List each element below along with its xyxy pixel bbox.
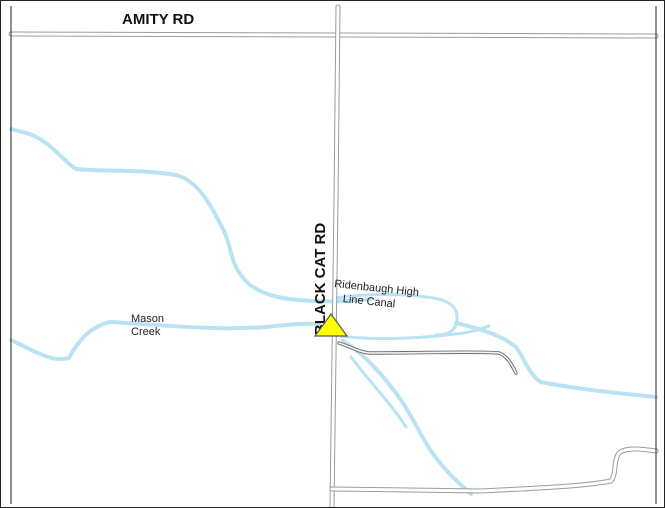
ridenbaugh-canal-lower [339, 324, 491, 341]
canal-east-branch [454, 321, 658, 399]
mason-creek-label-line-1: Mason [131, 313, 164, 325]
private-lane-fill [338, 342, 517, 374]
canal-southwest-branch [349, 355, 408, 429]
amity-road-label: AMITY RD [122, 11, 194, 28]
mason-creek-main [9, 320, 321, 362]
amity-road-fill [9, 32, 658, 38]
triangle-marker-icon[interactable] [313, 312, 349, 337]
mason-creek-label: Mason Creek [131, 313, 167, 338]
ridenbaugh-label-line-2: Line Canal [342, 293, 396, 310]
roads-layer [8, 4, 659, 507]
south-road-fill [330, 447, 658, 493]
mason-creek-west-branch [9, 127, 373, 304]
canal-south-branch [341, 339, 473, 496]
mason-creek-label-line-2: Creek [131, 326, 161, 338]
waterways-layer [9, 127, 658, 496]
ridenbaugh-canal-upper [334, 292, 459, 337]
black-cat-road-label: BLACK CAT RD [312, 223, 329, 335]
south-road-casing [329, 446, 659, 494]
black-cat-road-fill [330, 5, 340, 507]
